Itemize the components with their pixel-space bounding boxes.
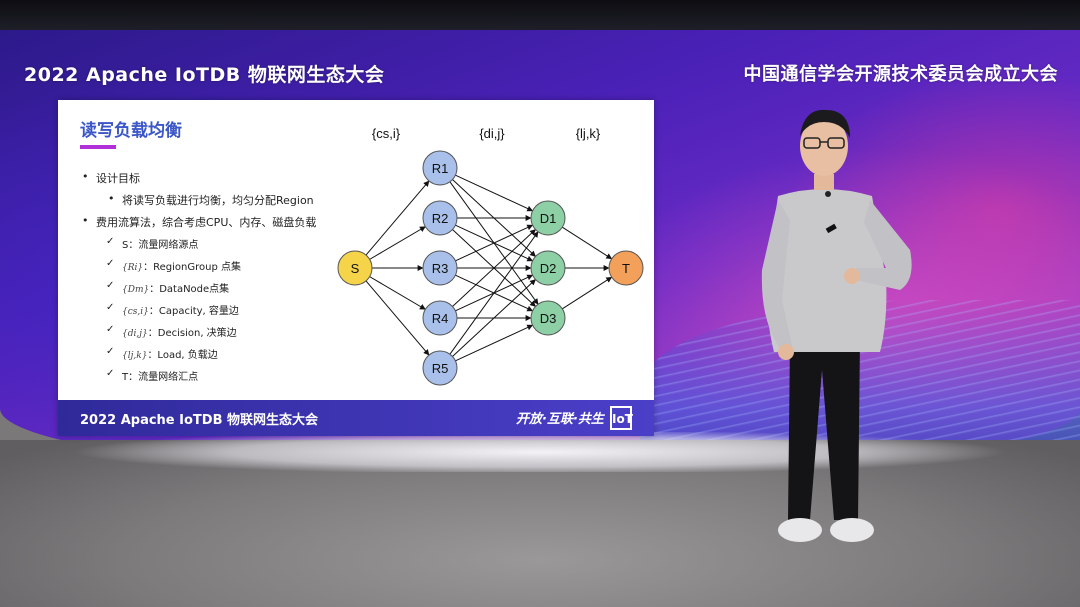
source-node-label: S (351, 261, 360, 276)
flow-edge (365, 180, 430, 256)
source-node (337, 250, 373, 286)
check-item: {Dm}：DataNode点集 (80, 280, 370, 302)
presentation-slide: 读写负载均衡 设计目标 将读写负载进行均衡，均匀分配Region 费用流算法，综… (58, 100, 654, 436)
check-text: ：Decision, 决策边 (147, 328, 237, 339)
check-text: S：流量网络源点 (122, 240, 199, 251)
datanode-node-label: D3 (540, 311, 557, 326)
region-node-label: R4 (432, 311, 449, 326)
slide-footer: 2022 Apache IoTDB 物联网生态大会 开放·互联·共生 IoT (58, 400, 654, 436)
math-symbol: {cs,i} (122, 307, 149, 317)
check-text: ：DataNode点集 (149, 284, 230, 295)
flow-edge (449, 231, 539, 355)
event-banner-left: 2022 Apache IoTDB 物联网生态大会 (24, 64, 385, 86)
check-item: S：流量网络源点 (80, 236, 370, 258)
edge-set-label: {di,j} (479, 126, 505, 141)
flow-edge (562, 226, 613, 260)
footer-slogan: 开放·互联·共生 (516, 412, 604, 427)
check-item: {cs,i}：Capacity, 容量边 (80, 302, 370, 324)
math-symbol: {lj,k} (122, 351, 148, 361)
sub-bullet-item: 将读写负载进行均衡，均匀分配Region (80, 192, 370, 214)
sink-node (608, 250, 644, 286)
region-node (422, 150, 458, 186)
region-node (422, 300, 458, 336)
check-text: ：Capacity, 容量边 (148, 306, 239, 317)
region-node (422, 200, 458, 236)
math-symbol: {Ri} (122, 263, 144, 273)
datanode-node-label: D2 (540, 261, 557, 276)
region-node-label: R5 (432, 361, 449, 376)
check-item: {lj,k}：Load, 负载边 (80, 346, 370, 368)
presenter (761, 109, 912, 542)
check-text: T：流量网络汇点 (122, 372, 199, 383)
edge-set-label: {lj,k} (576, 126, 601, 141)
math-symbol: {Dm} (122, 285, 150, 295)
flow-edge (562, 276, 613, 310)
check-item: T：流量网络汇点 (80, 368, 370, 390)
datanode-node (530, 250, 566, 286)
flow-edge (455, 174, 534, 212)
flow-edge (369, 226, 426, 260)
region-node (422, 250, 458, 286)
check-text: ：RegionGroup 点集 (143, 262, 241, 273)
bullet-list: 设计目标 将读写负载进行均衡，均匀分配Region 费用流算法，综合考虑CPU、… (80, 170, 370, 390)
check-item: {Ri}：RegionGroup 点集 (80, 258, 370, 280)
region-node-label: R1 (432, 161, 449, 176)
sink-node-label: T (622, 261, 630, 276)
flow-edge (365, 280, 430, 356)
stage-light-edge (0, 432, 1080, 472)
check-text: ：Load, 负载边 (147, 350, 218, 361)
bullet-item: 设计目标 (80, 170, 370, 192)
region-node-label: R2 (432, 211, 449, 226)
flow-edge (455, 324, 534, 362)
datanode-node (530, 200, 566, 236)
title-underline (80, 145, 116, 149)
region-node-label: R3 (432, 261, 449, 276)
region-node (422, 350, 458, 386)
edge-set-label: {cs,i} (372, 126, 401, 141)
iot-logo-icon: IoT (610, 406, 633, 430)
slide-title: 读写负载均衡 (80, 121, 182, 141)
bullet-item: 费用流算法，综合考虑CPU、内存、磁盘负载 (80, 214, 370, 236)
flow-edge (452, 279, 536, 357)
flow-edge (452, 229, 536, 307)
flow-edge (369, 276, 426, 310)
datanode-node-label: D1 (540, 211, 557, 226)
datanode-node (530, 300, 566, 336)
footer-event-name: 2022 Apache IoTDB 物联网生态大会 (80, 413, 319, 428)
flow-edge (455, 224, 534, 262)
event-banner-right: 中国通信学会开源技术委员会成立大会 (743, 64, 1058, 85)
check-item: {di,j}：Decision, 决策边 (80, 324, 370, 346)
math-symbol: {di,j} (122, 329, 148, 339)
